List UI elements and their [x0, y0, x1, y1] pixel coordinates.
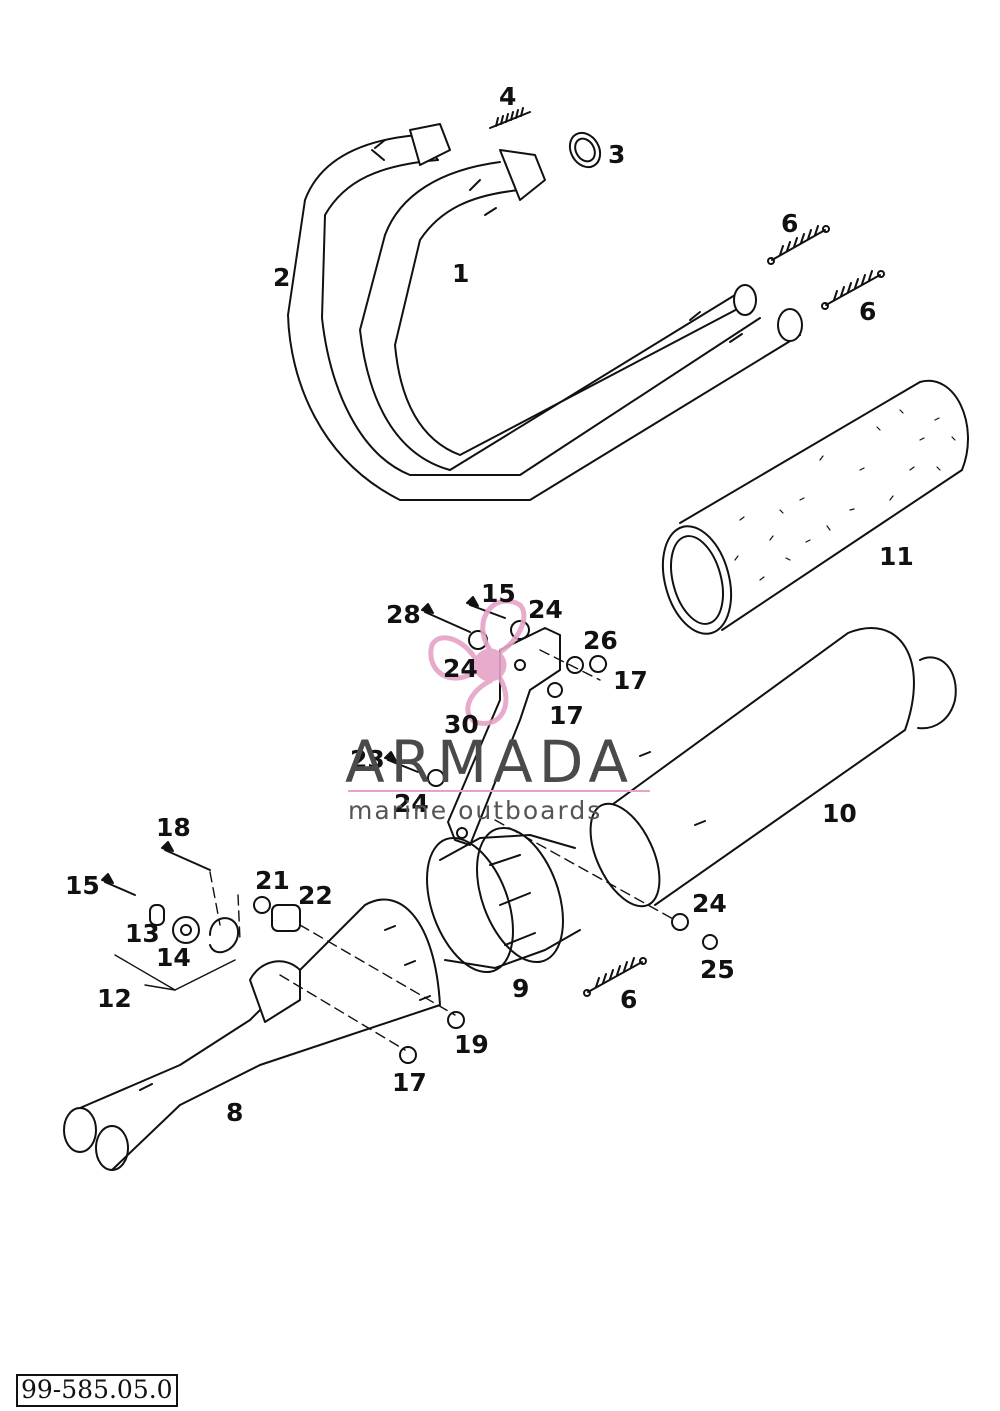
label-part-14: 14: [156, 943, 191, 972]
gasket-3: [568, 131, 602, 169]
label-part-8: 8: [226, 1098, 244, 1127]
label-part-24-left: 24: [443, 654, 478, 683]
insulation-wrap-11: [661, 379, 969, 635]
label-part-9: 9: [512, 974, 530, 1003]
label-part-30: 30: [444, 710, 479, 739]
label-part-24-middle: 24: [394, 789, 429, 818]
watermark-subtitle: marine outboards: [348, 796, 603, 825]
hardware-parts: [101, 596, 718, 1064]
label-part-1: 1: [452, 259, 470, 288]
silencer-10: [589, 627, 957, 908]
label-part-12: 12: [97, 984, 132, 1013]
spring-4: [489, 107, 531, 129]
spring-6-middle: [821, 270, 885, 310]
label-part-4: 4: [499, 82, 517, 111]
label-part-18: 18: [156, 813, 191, 842]
label-part-3: 3: [608, 140, 626, 169]
label-part-15-lower: 15: [65, 871, 100, 900]
spring-6-upper: [767, 225, 830, 265]
label-part-19: 19: [454, 1030, 489, 1059]
label-part-28: 28: [386, 600, 421, 629]
clamp-ring-9: [426, 826, 581, 974]
label-part-15-upper: 15: [481, 579, 516, 608]
label-part-6-lower: 6: [620, 985, 638, 1014]
propeller-watermark-icon: [428, 598, 527, 726]
label-part-24-top: 24: [528, 595, 563, 624]
label-part-22: 22: [298, 881, 333, 910]
label-part-17-right: 17: [613, 666, 648, 695]
label-part-26: 26: [583, 626, 618, 655]
label-part-17-lower: 17: [392, 1068, 427, 1097]
header-pipe-2: [287, 123, 803, 501]
label-part-11: 11: [879, 542, 914, 571]
label-part-13: 13: [125, 919, 160, 948]
label-part-25: 25: [700, 955, 735, 984]
label-part-6-upper: 6: [781, 209, 799, 238]
label-part-6-middle: 6: [859, 297, 877, 326]
tail-pipe-8: [63, 898, 441, 1171]
label-part-2: 2: [273, 263, 291, 292]
label-part-17-bracket: 17: [549, 701, 584, 730]
drawing-code: 99-585.05.0: [16, 1374, 178, 1408]
label-part-24-right: 24: [692, 889, 727, 918]
label-part-10: 10: [822, 799, 857, 828]
label-part-21: 21: [255, 866, 290, 895]
leader-lines: [209, 649, 676, 1051]
group-bracket-12: [114, 954, 236, 991]
bracket-30: [447, 627, 561, 846]
header-pipe-1: [359, 149, 757, 471]
spring-6-lower: [583, 957, 647, 997]
watermark-brand: ARMADA: [345, 728, 635, 796]
label-part-23: 23: [350, 745, 385, 774]
